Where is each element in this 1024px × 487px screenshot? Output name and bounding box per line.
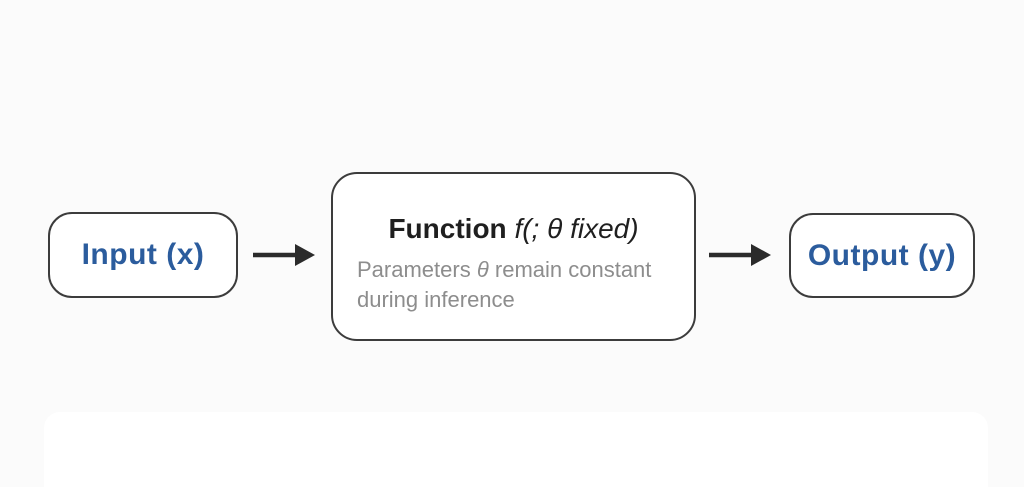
function-subtitle: Parameters θ remain constant during infe… (357, 255, 670, 315)
input-node: Input (x) (48, 212, 238, 298)
function-title: Function f(; θ fixed) (357, 213, 670, 245)
output-node: Output (y) (789, 213, 975, 298)
function-subtitle-after: remain constant during inference (357, 256, 652, 312)
function-title-math: f(; θ fixed) (514, 212, 639, 244)
input-label: Input (x) (81, 238, 205, 271)
function-subtitle-before: Parameters (357, 256, 477, 282)
output-label: Output (y) (807, 238, 957, 272)
arrow-right-icon (253, 244, 315, 266)
function-subtitle-theta: θ (476, 256, 489, 282)
arrow-right-icon (709, 244, 771, 266)
function-node: Function f(; θ fixed) Parameters θ remai… (331, 172, 696, 341)
bottom-panel (44, 412, 988, 487)
function-title-prefix: Function (388, 212, 515, 244)
